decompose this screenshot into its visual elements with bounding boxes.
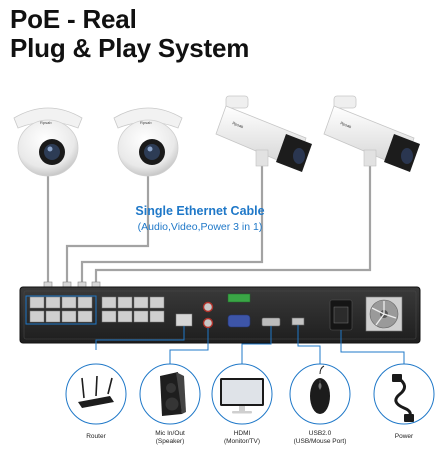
- cable-4: [94, 163, 372, 288]
- cable-title: Single Ethernet Cable: [135, 204, 265, 218]
- audio-jack-2: [202, 317, 214, 329]
- dome-camera-1: Rpsab: [13, 107, 83, 177]
- cooling-fan: [365, 296, 403, 332]
- cable-2: [65, 166, 150, 288]
- poe-ports-block-1: [29, 296, 93, 323]
- power-line: [340, 330, 405, 364]
- usb-port: [291, 317, 305, 326]
- nvr-rear-panel: [19, 286, 421, 344]
- accessory-label-hdmi: HDMI (Monitor/TV): [223, 430, 261, 445]
- mouse-icon: [310, 365, 330, 414]
- mic-line: [169, 328, 209, 364]
- hdmi-port: [261, 317, 281, 327]
- audio-jack-1: [202, 301, 214, 313]
- accessory-label-router: Router: [86, 433, 106, 440]
- camera-brand-logo: Rpsab: [140, 120, 152, 125]
- accessory-label-usb: USB2.0 (USB/Mouse Port): [293, 430, 347, 445]
- cable-3: [80, 163, 264, 288]
- accessory-monitor: [211, 363, 273, 425]
- alarm-terminal: [227, 293, 251, 303]
- router-icon: [78, 375, 114, 408]
- speaker-icon: [160, 372, 186, 416]
- router-port-highlight: [25, 295, 97, 325]
- dome-camera-2: Rpsab: [113, 107, 183, 177]
- bullet-camera-1: Rpsab: [215, 95, 312, 172]
- accessory-label-mic: Mic In/Out (Speaker): [155, 430, 185, 445]
- accessory-connector-lines: [25, 295, 405, 364]
- cable-subtitle: (Audio,Video,Power 3 in 1): [137, 221, 263, 233]
- vga-port: [227, 314, 251, 328]
- camera-brand-logo: Rpsab: [340, 120, 353, 129]
- headline-line-1: PoE - Real: [10, 4, 137, 34]
- accessory-label-power: Power: [394, 433, 414, 440]
- hdmi-line: [241, 326, 272, 364]
- lan-port: [175, 313, 193, 327]
- poe-ports-block-2: [101, 296, 165, 323]
- accessory-mouse: [289, 363, 351, 425]
- accessory-speaker: [139, 363, 201, 425]
- power-cable-icon: [392, 374, 414, 422]
- router-line: [95, 326, 185, 350]
- bullet-camera-2: Rpsab: [323, 95, 420, 172]
- ethernet-cables: [46, 163, 372, 288]
- accessory-router: [65, 363, 127, 425]
- headline-line-2: Plug & Play System: [10, 33, 250, 63]
- accessory-power: [373, 363, 435, 425]
- camera-brand-logo: Rpsab: [40, 120, 52, 125]
- camera-brand-logo: Rpsab: [232, 120, 245, 129]
- usb-line: [297, 325, 321, 364]
- monitor-icon: [220, 378, 264, 414]
